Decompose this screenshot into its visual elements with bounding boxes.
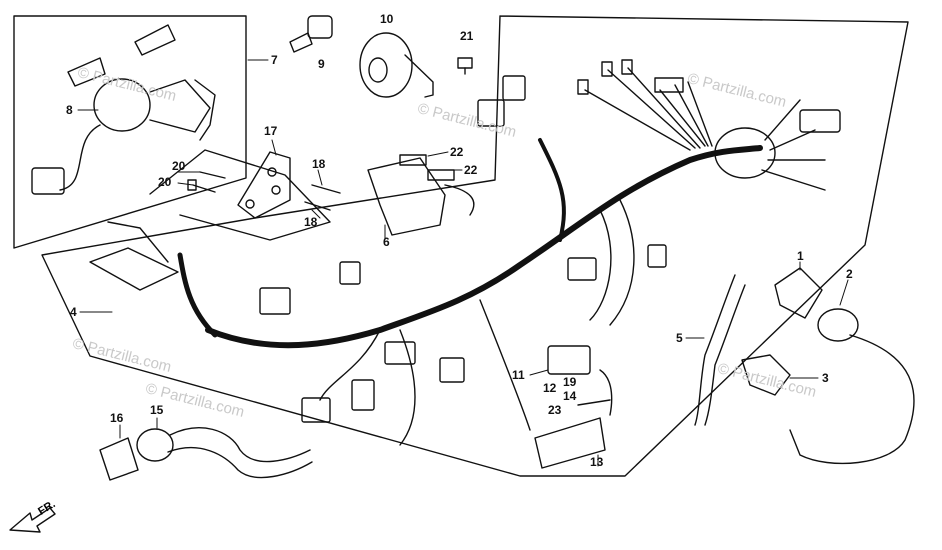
callout-18-upper: 18 bbox=[312, 157, 326, 171]
main-harness-frame bbox=[41, 15, 909, 477]
callout-10: 10 bbox=[380, 12, 394, 26]
callout-22-upper: 22 bbox=[450, 145, 464, 159]
main-harness-trunk bbox=[205, 145, 763, 349]
harness-branch-top bbox=[538, 138, 566, 242]
connector-b bbox=[502, 75, 526, 101]
connector-g bbox=[384, 341, 416, 365]
callout-20-lower: 20 bbox=[158, 175, 172, 189]
relay-11-drawing bbox=[547, 345, 591, 375]
connector-h bbox=[439, 357, 465, 383]
connector-j bbox=[351, 379, 375, 411]
bracket-frame bbox=[149, 149, 331, 241]
callout-15: 15 bbox=[150, 403, 164, 417]
bolt-21-drawing bbox=[457, 57, 473, 75]
callout-17: 17 bbox=[264, 124, 278, 138]
key-drawing bbox=[289, 15, 333, 53]
fuse-box-drawing bbox=[367, 154, 475, 236]
callout-12: 12 bbox=[543, 381, 557, 395]
callout-4: 4 bbox=[70, 305, 77, 319]
callout-1: 1 bbox=[797, 249, 804, 263]
strap-13-drawing bbox=[534, 417, 606, 469]
callout-13: 13 bbox=[590, 455, 604, 469]
front-arrow-icon bbox=[9, 507, 56, 533]
regulator-drawing bbox=[89, 221, 179, 291]
callout-6: 6 bbox=[383, 235, 390, 249]
callout-11: 11 bbox=[512, 368, 525, 382]
callout-16: 16 bbox=[110, 411, 124, 425]
callout-5: 5 bbox=[676, 331, 683, 345]
connector-e bbox=[259, 287, 291, 315]
connector-c bbox=[567, 257, 597, 281]
connector-a bbox=[477, 99, 505, 127]
connector-d bbox=[647, 244, 667, 268]
callout-7: 7 bbox=[271, 53, 278, 67]
callout-2: 2 bbox=[846, 267, 853, 281]
callout-3: 3 bbox=[822, 371, 829, 385]
connector-i bbox=[301, 397, 331, 423]
ignition-switch-drawing bbox=[31, 24, 216, 195]
callout-8: 8 bbox=[66, 103, 73, 117]
callout-21: 21 bbox=[460, 29, 474, 43]
leader-lines bbox=[77, 59, 849, 467]
callout-19: 19 bbox=[563, 375, 577, 389]
harness-branch-left bbox=[177, 252, 218, 338]
bracket-17-drawing bbox=[187, 151, 341, 219]
horn-drawing bbox=[359, 32, 434, 98]
callout-22-lower: 22 bbox=[464, 163, 478, 177]
callout-14: 14 bbox=[563, 389, 577, 403]
callout-23: 23 bbox=[548, 403, 562, 417]
ignition-switch-frame bbox=[13, 15, 247, 249]
callout-18-lower: 18 bbox=[304, 215, 318, 229]
callout-9: 9 bbox=[318, 57, 325, 71]
callout-20-upper: 20 bbox=[172, 159, 186, 173]
top-wire-terminals bbox=[577, 59, 713, 151]
ignition-coil-drawing bbox=[694, 267, 915, 465]
harness-junction-body bbox=[714, 127, 776, 179]
connector-f bbox=[339, 261, 361, 285]
stop-switch-drawing bbox=[99, 427, 313, 481]
